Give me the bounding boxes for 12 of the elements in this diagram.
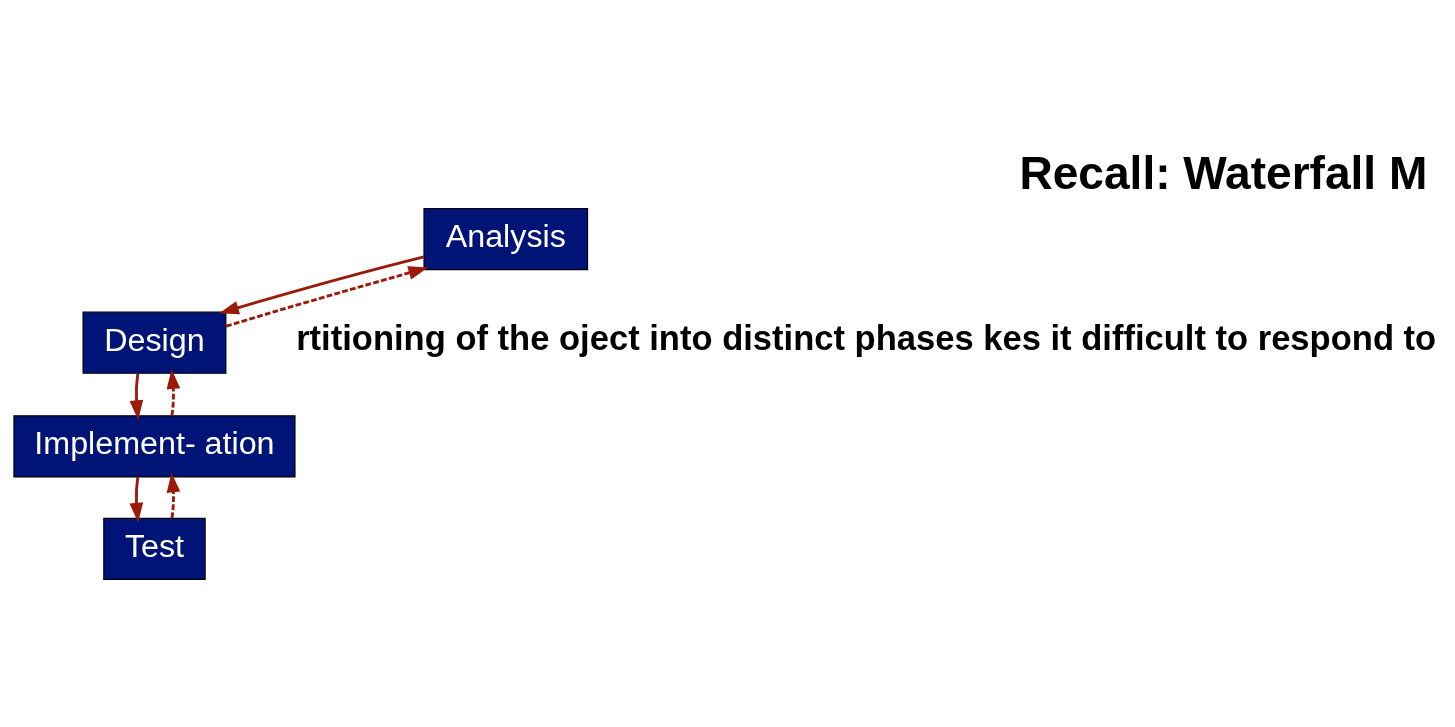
node-box: Analysis — [423, 207, 589, 270]
arrow — [166, 368, 181, 416]
node-box: Implement- ation — [13, 414, 296, 477]
label: rtitioning of the oject into distinct phases kes it difficult to respond to — [296, 318, 1437, 357]
arrow — [225, 265, 429, 328]
arrow — [166, 472, 181, 518]
arrow — [129, 476, 144, 522]
node-box: Test — [103, 517, 206, 580]
diagram-title: Recall: Waterfall M — [1019, 146, 1428, 199]
arrow — [219, 255, 425, 314]
arrow — [129, 373, 144, 420]
node-box: Design — [82, 311, 227, 374]
